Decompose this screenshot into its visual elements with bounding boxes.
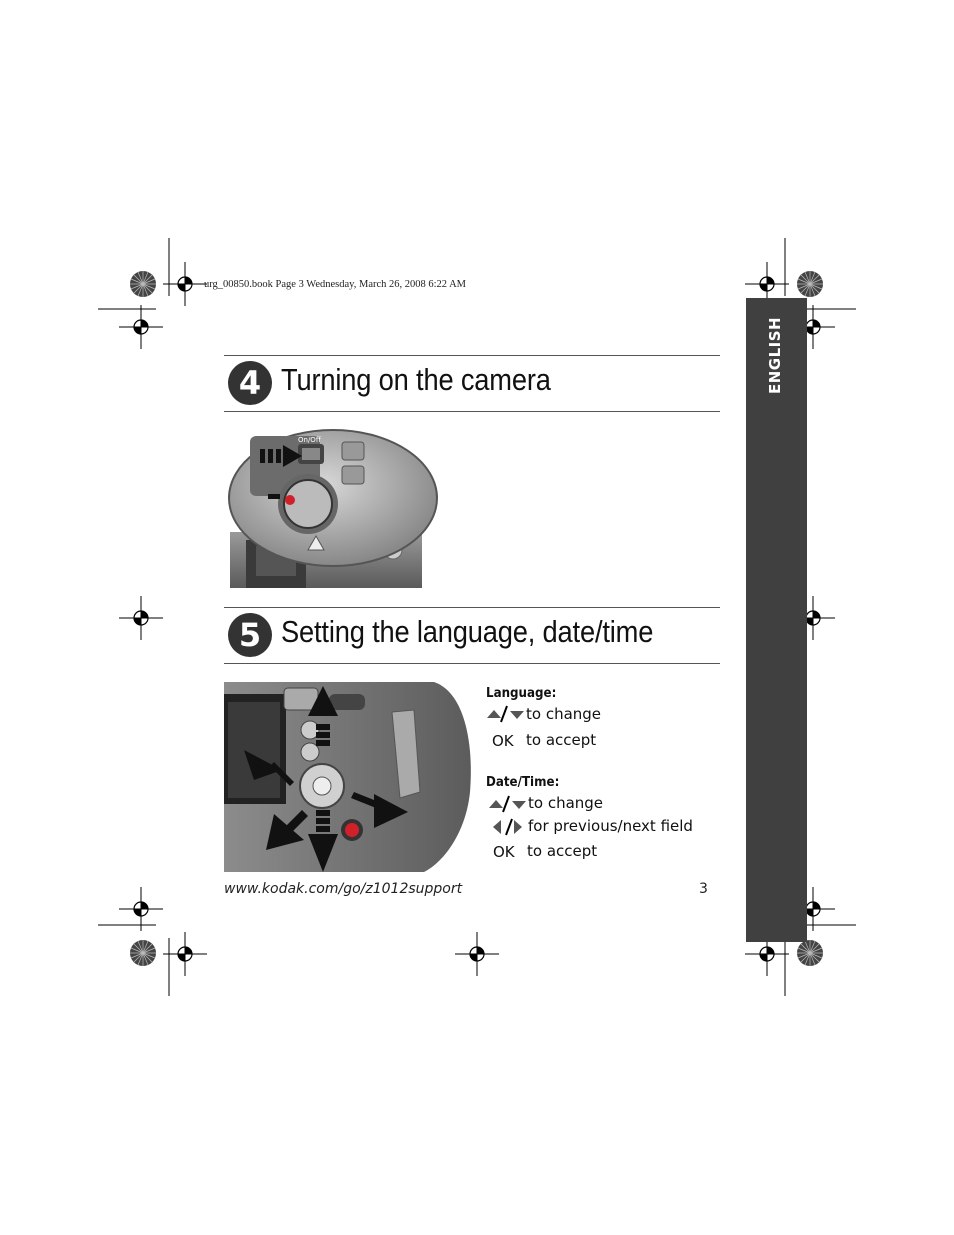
star-target-icon — [129, 270, 157, 298]
print-header: urg_00850.book Page 3 Wednesday, March 2… — [204, 279, 467, 290]
language-side-tab: ENGLISH — [746, 298, 807, 942]
language-change-text: to change — [526, 705, 602, 723]
side-tab-label: ENGLISH — [766, 316, 784, 394]
left-right-arrows-icon — [493, 818, 522, 836]
on-off-label: On/Off — [298, 436, 321, 444]
right-arrow-icon — [374, 794, 408, 828]
section-title: Setting the language, date/time — [281, 614, 654, 649]
camera-controller-illustration — [224, 682, 471, 872]
ok-button-label: OK — [493, 843, 515, 861]
camera-power-illustration: On/Off — [228, 429, 438, 588]
up-down-arrows-icon — [487, 705, 524, 723]
star-target-icon — [129, 939, 157, 967]
ok-button-label: OK — [492, 732, 514, 750]
date-time-heading: Date/Time: — [486, 774, 560, 790]
star-target-icon — [796, 939, 824, 967]
up-down-arrows-icon — [489, 795, 526, 813]
step-number-badge: 5 — [228, 613, 272, 657]
date-time-accept-text: to accept — [527, 842, 598, 860]
section-rule — [224, 607, 720, 608]
date-time-field-text: for previous/next field — [528, 817, 693, 835]
crosshair-icon — [162, 931, 208, 977]
language-heading: Language: — [486, 685, 557, 701]
section-rule — [224, 355, 720, 356]
crosshair-icon — [118, 304, 164, 350]
right-arrow-icon — [260, 445, 302, 467]
support-url: www.kodak.com/go/z1012support — [224, 881, 463, 897]
section-rule — [224, 411, 720, 412]
crosshair-icon — [118, 595, 164, 641]
language-accept-text: to accept — [526, 731, 597, 749]
diagonal-arrow-icon — [266, 814, 304, 850]
step-number-badge: 4 — [228, 361, 272, 405]
section-rule — [224, 663, 720, 664]
down-arrow-icon — [308, 834, 338, 872]
left-arrow-icon — [244, 750, 282, 780]
crosshair-icon — [162, 261, 208, 307]
date-time-change-text: to change — [528, 794, 604, 812]
crosshair-icon — [118, 886, 164, 932]
crosshair-icon — [454, 931, 500, 977]
up-arrow-icon — [308, 686, 338, 716]
section-title: Turning on the camera — [281, 362, 551, 397]
page-number: 3 — [699, 881, 708, 897]
star-target-icon — [796, 270, 824, 298]
